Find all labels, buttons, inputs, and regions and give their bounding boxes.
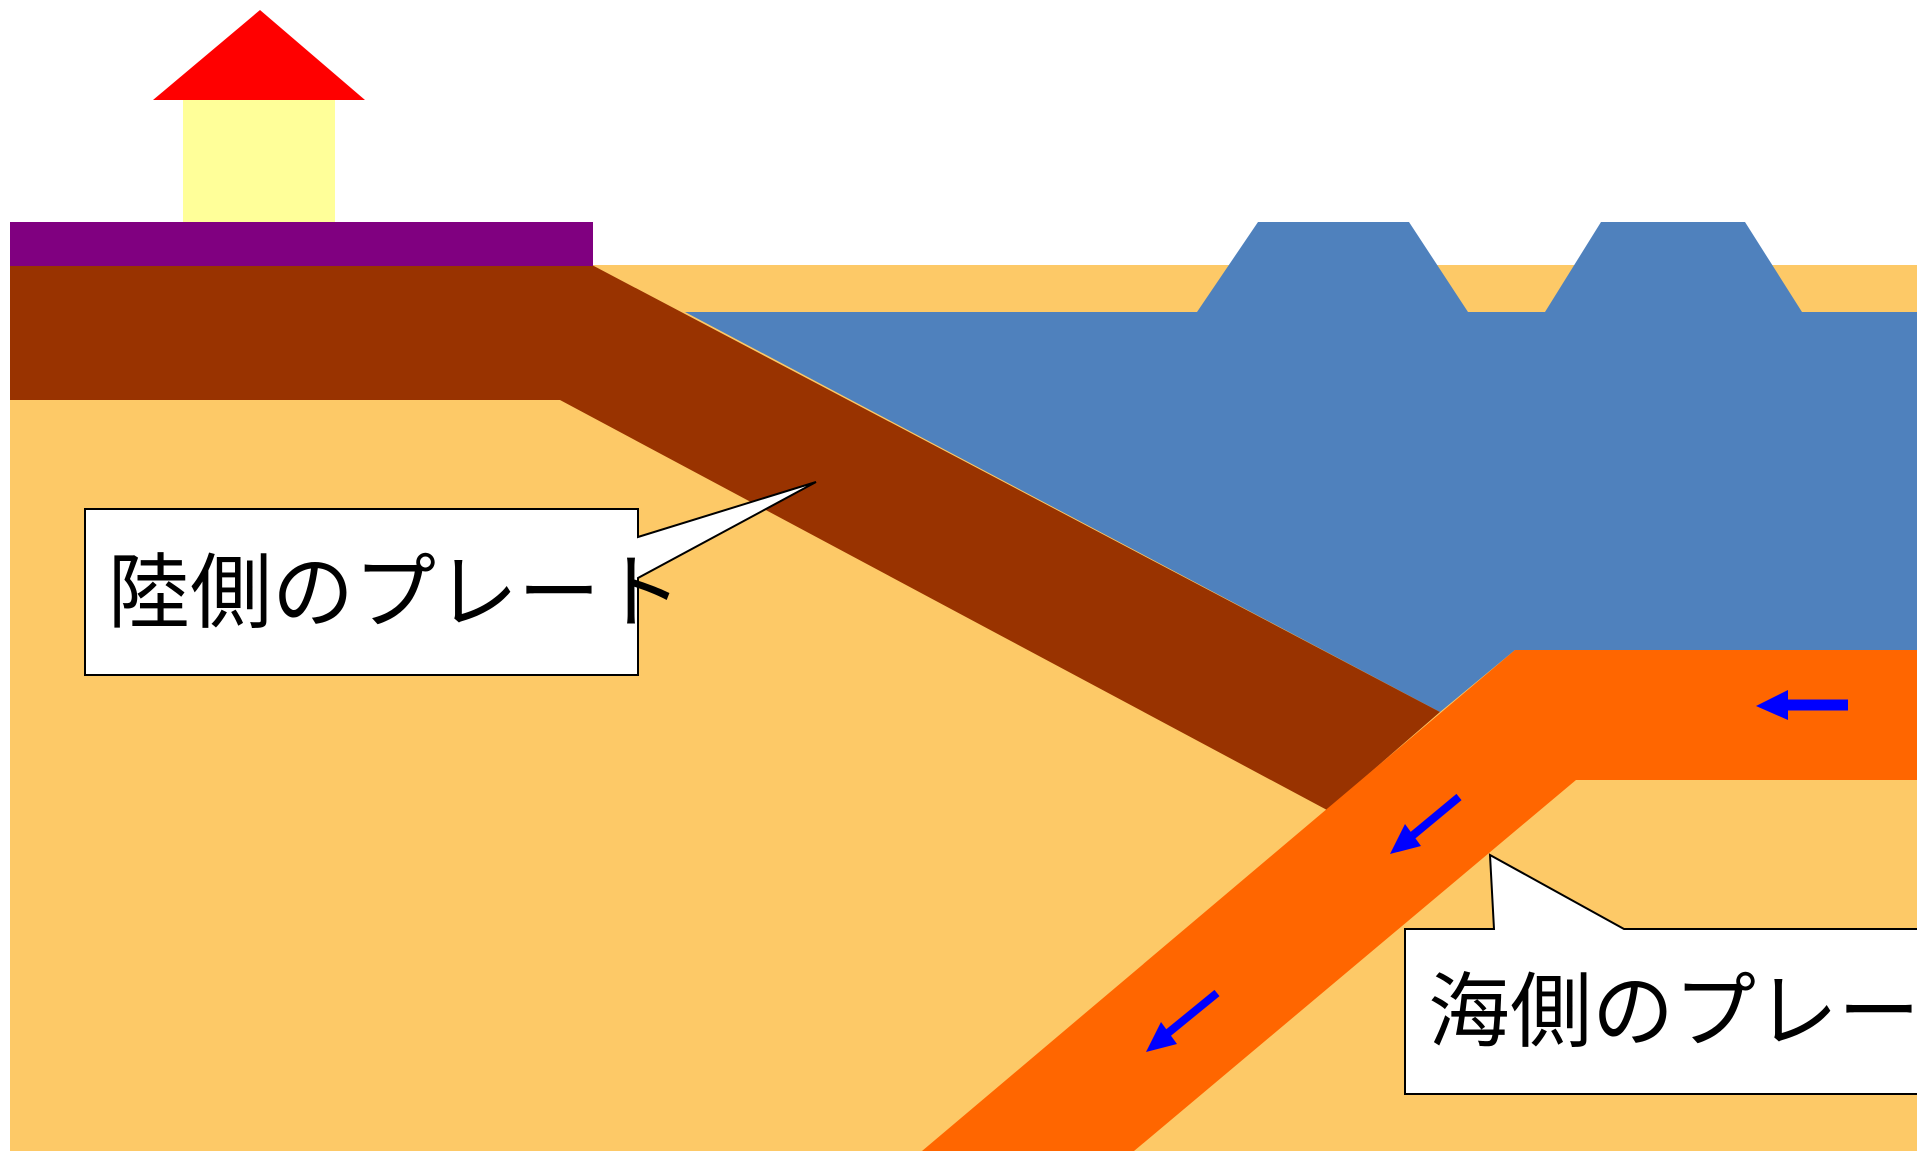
continental-plate <box>10 265 1440 810</box>
callout-continental-plate: 陸側のプレート <box>84 481 817 676</box>
callout-oceanic-plate: 海側のプレート <box>1404 853 1917 1095</box>
arrow-icon <box>1390 793 1462 854</box>
callout-box <box>84 481 817 676</box>
house-icon <box>153 10 365 222</box>
arrow-icon <box>1756 690 1848 720</box>
house-roof <box>153 10 365 100</box>
oceanic-plate-label: 海側のプレート <box>1428 965 1917 1060</box>
land-surface <box>10 222 593 266</box>
continental-plate-label: 陸側のプレート <box>108 546 682 641</box>
house-wall <box>183 100 335 222</box>
arrow-icon <box>1146 989 1220 1052</box>
callout-box <box>1404 853 1917 1095</box>
sea <box>685 222 1917 712</box>
